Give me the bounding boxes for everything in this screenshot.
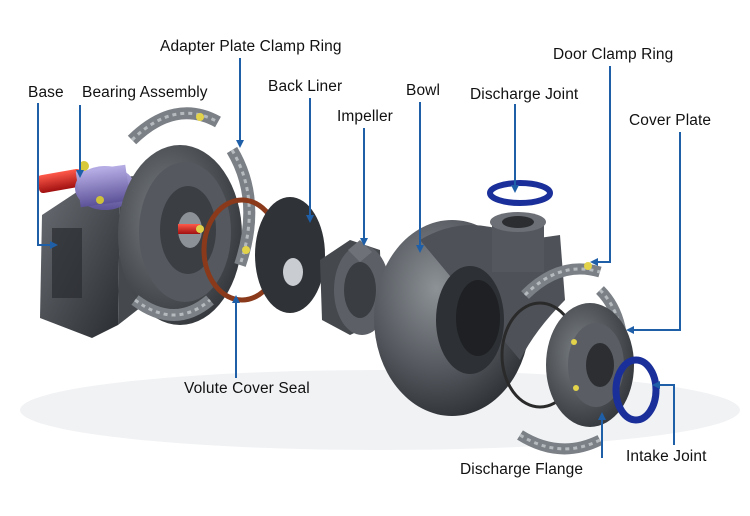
label-back-liner: Back Liner [268,78,343,95]
discharge-joint-part [487,180,553,206]
label-intake-joint: Intake Joint [626,448,707,465]
intake-joint-part [612,356,660,424]
label-bowl: Bowl [406,82,440,99]
label-door-clamp-ring: Door Clamp Ring [553,46,674,63]
label-bearing-assembly: Bearing Assembly [82,84,208,101]
label-base: Base [28,84,64,101]
label-cover-plate: Cover Plate [629,112,712,129]
label-adapter-plate-clamp-ring: Adapter Plate Clamp Ring [160,38,342,55]
leader-cover-plate [634,132,681,331]
label-volute-cover-seal: Volute Cover Seal [184,380,310,397]
leader-arrowheads [50,140,660,420]
cover-plate-part [546,303,634,427]
back-liner-part [255,197,325,313]
discharge-neck-part [490,212,546,272]
leader-intake-joint [660,384,675,445]
leader-lines [37,58,681,458]
bearing-assembly-part [37,161,135,210]
label-discharge-joint: Discharge Joint [470,86,579,103]
leader-door-clamp [598,66,611,263]
leader-base [37,103,50,246]
label-impeller: Impeller [337,108,393,125]
label-discharge-flange: Discharge Flange [460,461,584,478]
